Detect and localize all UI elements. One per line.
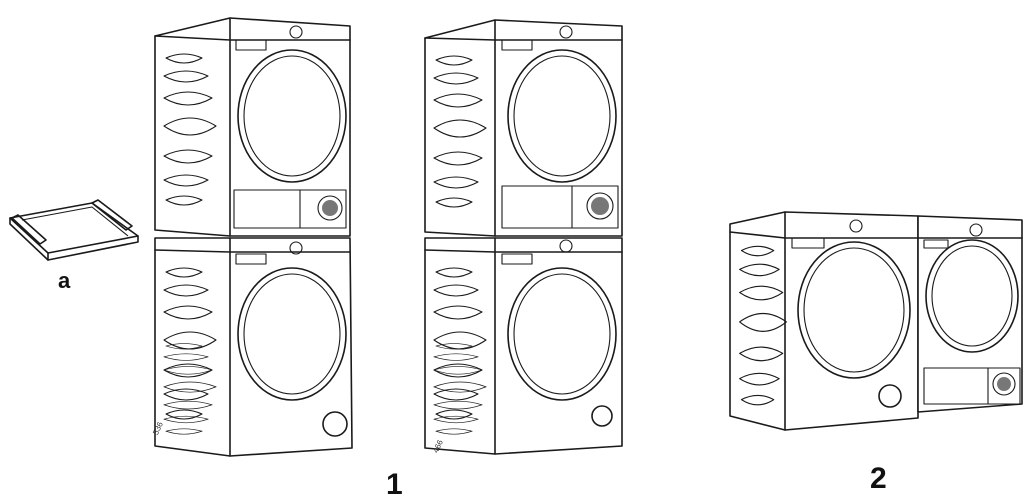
- stacking-kit-icon: [9, 199, 139, 261]
- side-by-side: [729, 211, 1023, 431]
- dryer-icon: [424, 19, 623, 237]
- stack-2: [424, 19, 623, 455]
- stack-1: [154, 17, 353, 457]
- option-1-label: 1: [386, 468, 403, 501]
- washer-icon: [154, 237, 353, 457]
- washer-icon: [424, 237, 623, 455]
- dryer-icon: [917, 215, 1023, 413]
- dryer-icon: [154, 17, 351, 237]
- washer-icon: [729, 211, 919, 431]
- option-2-label: 2: [870, 462, 887, 495]
- kit-label: a: [58, 268, 71, 293]
